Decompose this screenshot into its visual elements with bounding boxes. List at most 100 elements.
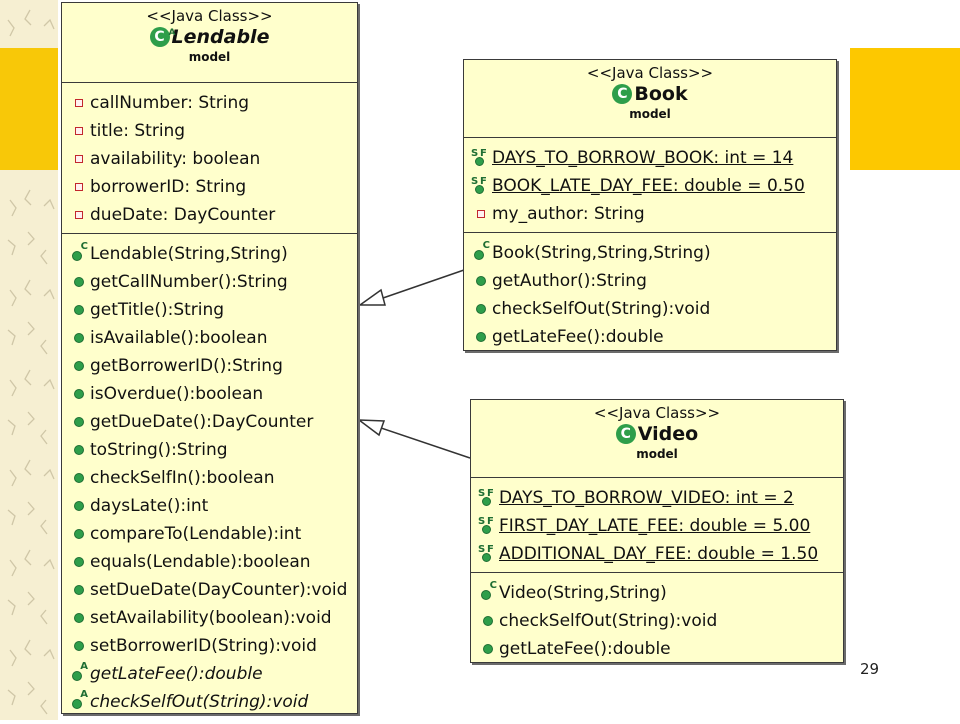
attribute-row[interactable]: dueDate: DayCounter	[62, 201, 357, 229]
method-row[interactable]: getLateFee():double	[464, 323, 836, 351]
member-icon-slot	[470, 276, 492, 286]
attribute-row[interactable]: my_author: String	[464, 200, 836, 228]
public-method-icon	[74, 529, 84, 539]
method-row[interactable]: getBorrowerID():String	[62, 352, 357, 380]
member-icon-slot	[68, 361, 90, 371]
method-row-text: getLateFee():double	[499, 639, 671, 659]
method-row-text: setBorrowerID(String):void	[90, 636, 317, 656]
video-extends-line	[380, 427, 471, 459]
public-method-icon	[74, 389, 84, 399]
member-icon-slot	[68, 501, 90, 511]
stereotype-label: <<Java Class>>	[586, 64, 714, 82]
member-icon-slot	[68, 417, 90, 427]
class-name-text: Lendable	[171, 26, 270, 48]
gold-accent-left	[0, 48, 58, 170]
member-icon-slot	[68, 641, 90, 651]
method-row[interactable]: isAvailable():boolean	[62, 324, 357, 352]
public-method-icon	[74, 361, 84, 371]
attribute-row[interactable]: availability: boolean	[62, 145, 357, 173]
member-icon-slot	[477, 644, 499, 654]
member-icon-slot	[68, 277, 90, 287]
attribute-row-text: my_author: String	[492, 204, 645, 224]
method-row[interactable]: compareTo(Lendable):int	[62, 520, 357, 548]
attribute-row[interactable]: title: String	[62, 117, 357, 145]
method-row-text: setAvailability(boolean):void	[90, 608, 332, 628]
constructor-icon: C	[72, 241, 88, 261]
stereotype-label: <<Java Class>>	[146, 7, 273, 25]
member-icon-slot	[68, 613, 90, 623]
method-row[interactable]: daysLate():int	[62, 492, 357, 520]
public-method-icon	[74, 333, 84, 343]
member-icon-slot	[470, 332, 492, 342]
private-field-icon	[477, 210, 485, 218]
book-extends-arrowhead	[357, 288, 386, 306]
method-row-text: getAuthor():String	[492, 271, 647, 291]
member-icon-slot: C	[68, 241, 90, 261]
method-row[interactable]: checkSelfOut(String):void	[464, 295, 836, 323]
member-icon-slot: C	[477, 580, 499, 600]
member-icon-slot	[68, 211, 90, 219]
attribute-row[interactable]: borrowerID: String	[62, 173, 357, 201]
method-row[interactable]: setBorrowerID(String):void	[62, 632, 357, 660]
private-field-icon	[75, 211, 83, 219]
attribute-row-text: BOOK_LATE_DAY_FEE: double = 0.50	[492, 176, 805, 196]
method-row[interactable]: getLateFee():double	[471, 635, 843, 663]
stereotype-label: <<Java Class>>	[593, 404, 721, 422]
method-row-text: isOverdue():boolean	[90, 384, 264, 404]
attribute-row[interactable]: callNumber: String	[62, 89, 357, 117]
class-header: <<Java Class>> C Book model	[464, 60, 836, 138]
public-method-icon	[476, 332, 486, 342]
attribute-row-text: DAYS_TO_BORROW_VIDEO: int = 2	[499, 488, 794, 508]
public-method-icon	[74, 417, 84, 427]
method-row[interactable]: getTitle():String	[62, 296, 357, 324]
method-row[interactable]: getDueDate():DayCounter	[62, 408, 357, 436]
method-row[interactable]: getCallNumber():String	[62, 268, 357, 296]
method-row-text: Lendable(String,String)	[90, 244, 288, 264]
method-row-text: isAvailable():boolean	[90, 328, 268, 348]
member-icon-slot	[68, 585, 90, 595]
method-row[interactable]: setAvailability(boolean):void	[62, 604, 357, 632]
member-icon-slot	[68, 445, 90, 455]
method-row[interactable]: checkSelfIn():boolean	[62, 464, 357, 492]
video-extends-arrowhead	[356, 419, 386, 437]
constructor-icon: C	[474, 240, 490, 260]
method-row[interactable]: setDueDate(DayCounter):void	[62, 576, 357, 604]
public-method-icon	[74, 277, 84, 287]
abstract-method-icon: A	[72, 661, 88, 681]
method-row-text: checkSelfOut(String):void	[492, 299, 711, 319]
method-row[interactable]: toString():String	[62, 436, 357, 464]
class-name: C Video	[615, 422, 698, 446]
method-row[interactable]: getAuthor():String	[464, 267, 836, 295]
method-row[interactable]: isOverdue():boolean	[62, 380, 357, 408]
attribute-row-text: availability: boolean	[90, 149, 261, 169]
member-icon-slot	[68, 529, 90, 539]
attribute-row-text: callNumber: String	[90, 93, 250, 113]
attribute-row-text: ADDITIONAL_DAY_FEE: double = 1.50	[499, 544, 819, 564]
method-row[interactable]: equals(Lendable):boolean	[62, 548, 357, 576]
public-method-icon	[74, 613, 84, 623]
attribute-row-text: title: String	[90, 121, 186, 141]
method-row[interactable]: checkSelfOut(String):void	[471, 607, 843, 635]
